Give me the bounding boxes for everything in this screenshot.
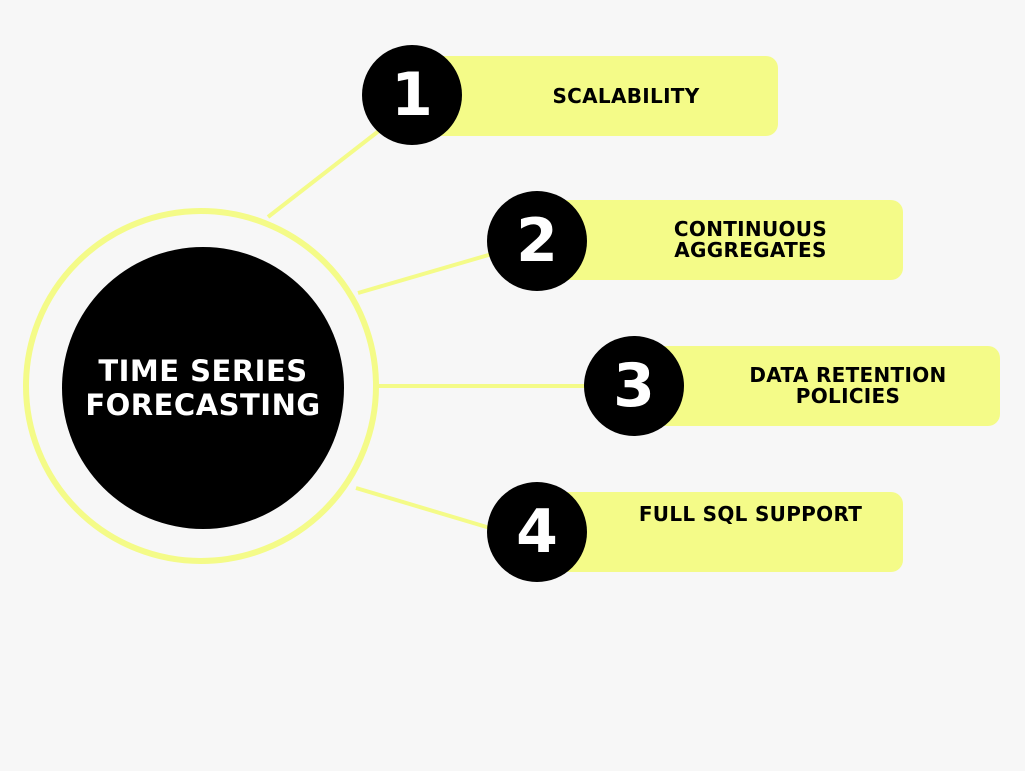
item-badge-3: 3 bbox=[584, 336, 684, 436]
connector-line-2 bbox=[357, 252, 493, 295]
center-ring bbox=[23, 208, 379, 564]
item-card-3: DATA RETENTION POLICIES bbox=[646, 346, 1000, 426]
center-circle: TIME SERIES FORECASTING bbox=[62, 247, 344, 529]
connector-line-1 bbox=[266, 128, 382, 219]
item-number-4: 4 bbox=[516, 497, 558, 567]
item-label-1: SCALABILITY bbox=[552, 84, 700, 108]
item-label-3: DATA RETENTION POLICIES bbox=[749, 363, 947, 408]
item-card-2: CONTINUOUS AGGREGATES bbox=[548, 200, 903, 280]
item-label-2: CONTINUOUS AGGREGATES bbox=[673, 217, 828, 262]
item-badge-4: 4 bbox=[487, 482, 587, 582]
item-number-3: 3 bbox=[613, 351, 655, 421]
center-title: TIME SERIES FORECASTING bbox=[85, 354, 321, 422]
item-badge-2: 2 bbox=[487, 191, 587, 291]
item-card-4: FULL SQL SUPPORT bbox=[548, 492, 903, 572]
connector-line-4 bbox=[355, 486, 491, 530]
item-number-1: 1 bbox=[391, 60, 433, 130]
item-badge-1: 1 bbox=[362, 45, 462, 145]
item-label-4: FULL SQL SUPPORT bbox=[638, 502, 863, 526]
item-number-2: 2 bbox=[516, 206, 558, 276]
item-card-1: SCALABILITY bbox=[424, 56, 778, 136]
